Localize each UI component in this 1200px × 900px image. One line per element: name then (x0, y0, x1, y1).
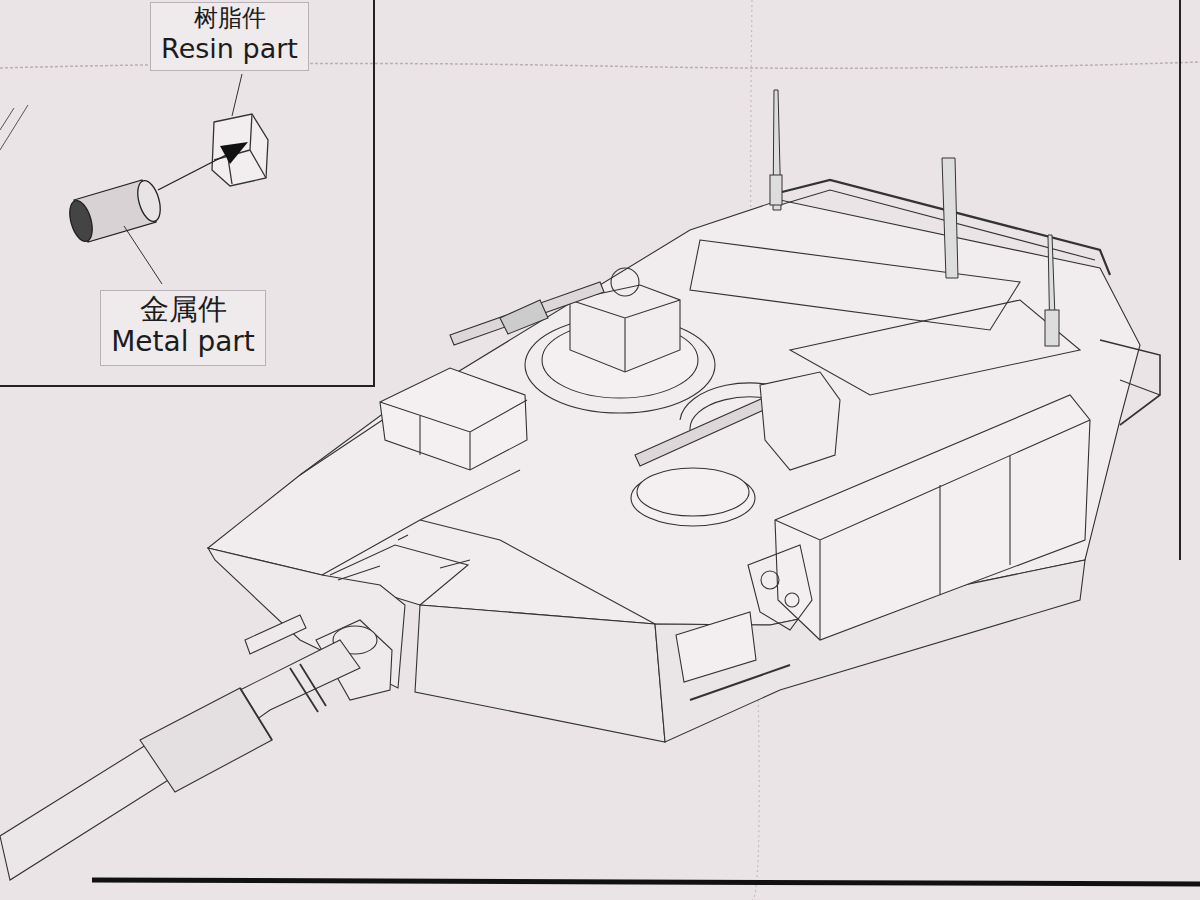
partial-line (0, 105, 28, 150)
part-label-box: 树脂件Resin part (150, 2, 309, 71)
part-label-box: 金属件Metal part (100, 290, 266, 366)
assembly-arrow (158, 154, 228, 190)
chinese-label: 金属件 (109, 293, 257, 326)
frame-line (92, 880, 1200, 884)
antenna (770, 90, 1059, 346)
turret (0, 180, 1160, 880)
leader-line (232, 74, 242, 116)
metal-tube (66, 178, 165, 244)
frame-line (1179, 0, 1181, 560)
chinese-label: 树脂件 (159, 5, 300, 33)
leader-line (124, 226, 162, 284)
english-label: Metal part (109, 326, 257, 358)
arrow-head (220, 142, 248, 164)
english-label: Resin part (159, 33, 300, 64)
resin-part (212, 114, 268, 186)
inset-frame (0, 0, 374, 386)
